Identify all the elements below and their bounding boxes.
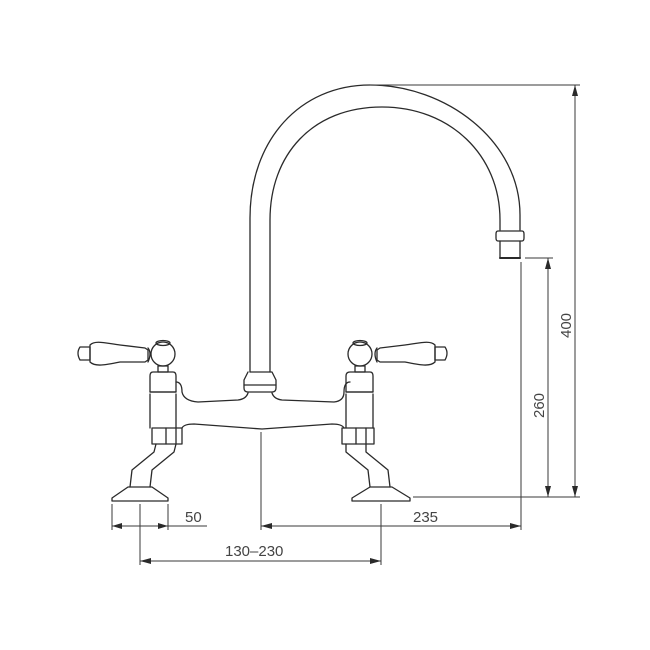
spout — [243, 84, 525, 393]
dim-spout-height-label: 260 — [531, 393, 548, 418]
right-lever-handle — [376, 341, 436, 366]
left-lever-handle — [89, 341, 149, 366]
bridge-body — [175, 381, 351, 430]
dim-overall-height-label: 400 — [558, 313, 575, 338]
dim-reach-label: 235 — [413, 509, 438, 526]
dim-base-label: 50 — [185, 509, 202, 526]
dim-centres-label: 130–230 — [225, 543, 283, 560]
dimension-lines — [111, 84, 580, 565]
right-valve — [341, 339, 448, 502]
left-valve — [77, 339, 183, 502]
